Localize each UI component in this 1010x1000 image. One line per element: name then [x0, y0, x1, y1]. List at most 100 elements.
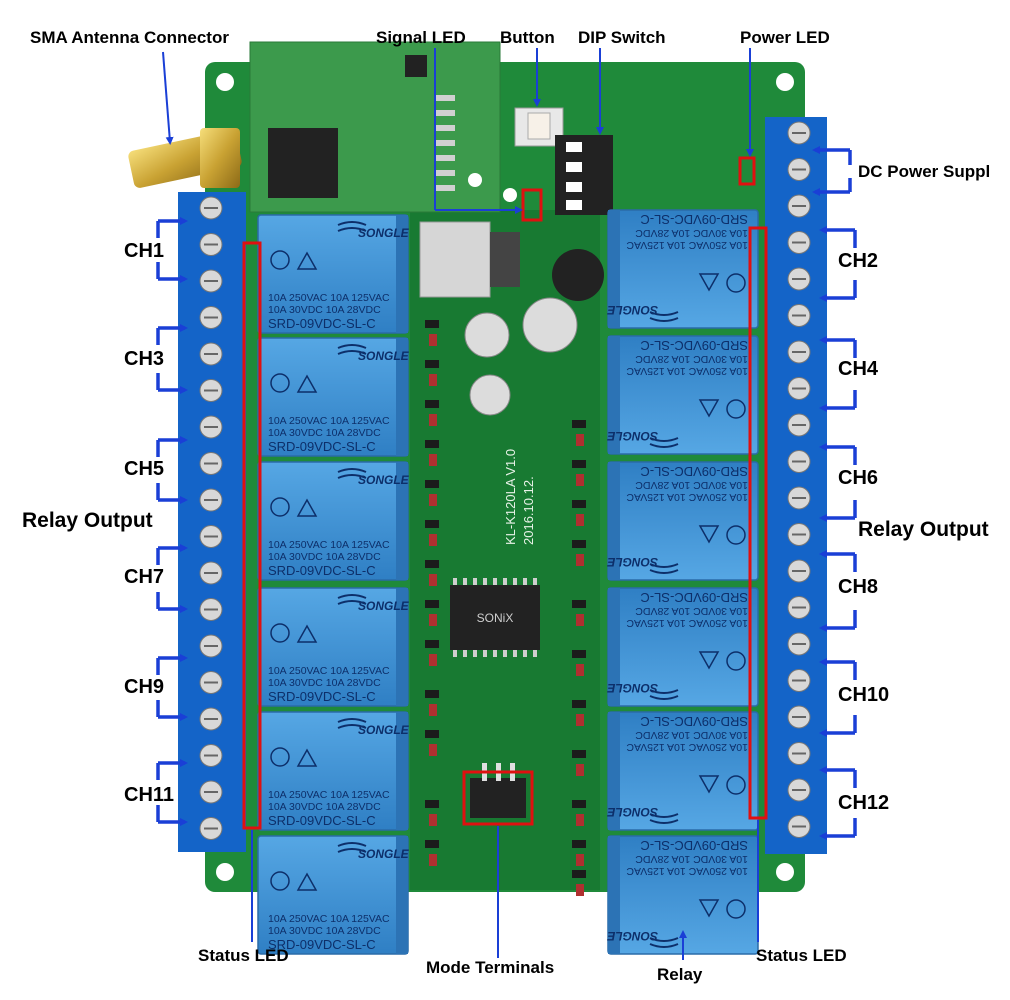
smd-diode — [429, 534, 437, 546]
module-hole — [503, 188, 517, 202]
relay-logo-icon — [649, 563, 679, 574]
module-hole — [468, 173, 482, 187]
mounting-hole — [776, 73, 794, 91]
relay-model: SRD-09VDC-SL-C — [640, 464, 748, 479]
relay-model: SRD-09VDC-SL-C — [268, 813, 376, 828]
relay-logo-icon — [337, 468, 367, 479]
channel-label-ch6: CH6 — [838, 467, 879, 489]
relay-logo-icon — [649, 689, 679, 700]
relay-rating: 10A 30VDC 10A 28VDC — [635, 479, 748, 491]
smd-part — [425, 320, 439, 328]
relay-rating: 10A 30VDC 10A 28VDC — [268, 677, 381, 689]
smd-diode — [576, 614, 584, 626]
rf-chip — [268, 128, 338, 198]
label-relay-output-right: Relay Output — [858, 518, 989, 541]
relay-brand: SONGLE — [358, 473, 410, 487]
smd-part — [425, 400, 439, 408]
relay-brand: SONGLE — [606, 555, 658, 569]
leader-lines — [162, 48, 759, 960]
label-status-led-right: Status LED — [756, 946, 847, 965]
regulator-tab — [490, 232, 520, 287]
label-relay-output-left: Relay Output — [22, 509, 153, 532]
relay-warning-icon — [296, 624, 318, 643]
relay-warning-icon — [698, 651, 720, 670]
push-button-cap — [527, 112, 551, 140]
power-led-highlight — [738, 156, 756, 186]
relay-logo-icon — [337, 594, 367, 605]
smd-diode — [429, 494, 437, 506]
smd-diode — [429, 574, 437, 586]
smd-diode — [429, 744, 437, 756]
smd-diode — [429, 454, 437, 466]
relay-rating: 10A 250VAC 10A 125VAC — [268, 913, 390, 925]
smd-part — [425, 640, 439, 648]
relay-warning-icon — [296, 748, 318, 767]
relay-logo-icon — [337, 344, 367, 355]
relay-warning-icon — [698, 899, 720, 918]
relay-brand: SONGLE — [358, 599, 410, 613]
relay-cert-icon — [270, 623, 290, 643]
sma-connector — [128, 128, 242, 188]
relay-rating: 10A 250VAC 10A 125VAC — [268, 789, 390, 801]
rf-module-pins — [435, 95, 455, 191]
smd-diode — [429, 704, 437, 716]
relay-cert-icon — [726, 525, 746, 545]
smd-diode — [576, 714, 584, 726]
smd-diode — [429, 854, 437, 866]
relay-cert-icon — [270, 373, 290, 393]
relay-warning-icon — [698, 399, 720, 418]
relay-warning-icon — [296, 251, 318, 270]
relay-warning-icon — [698, 525, 720, 544]
smd-diode — [576, 884, 584, 896]
dip-switch — [555, 135, 613, 215]
relay-brand: SONGLE — [606, 303, 658, 317]
smd-diode — [429, 814, 437, 826]
smd-part — [425, 730, 439, 738]
smd-diode — [576, 854, 584, 866]
smd-diode — [429, 334, 437, 346]
relay-logo-icon — [337, 221, 367, 232]
relay-cert-icon — [270, 497, 290, 517]
relay-rating: 10A 30VDC 10A 28VDC — [635, 853, 748, 865]
smd-part — [572, 840, 586, 848]
smd-part — [572, 500, 586, 508]
smd-part — [425, 690, 439, 698]
relay-logo-icon — [649, 437, 679, 448]
channel-label-ch9: CH9 — [124, 676, 165, 698]
smd-part — [425, 440, 439, 448]
relay-cert-icon — [726, 775, 746, 795]
smd-part — [425, 480, 439, 488]
relay-rating: 10A 30VDC 10A 28VDC — [268, 304, 381, 316]
smd-part — [572, 460, 586, 468]
relays-left: SONGLE 10A 250VAC 10A 125VAC 10A 30VDC 10A… — [257, 214, 410, 955]
smd-part — [425, 840, 439, 848]
smd-diode — [429, 654, 437, 666]
relay-rating: 10A 30VDC 10A 28VDC — [635, 353, 748, 365]
smd-part — [425, 360, 439, 368]
terminal-block-left — [178, 192, 246, 852]
mounting-hole — [216, 863, 234, 881]
relay-rating: 10A 250VAC 10A 125VAC — [626, 365, 748, 377]
capacitor — [464, 312, 510, 358]
relay-rating: 10A 250VAC 10A 125VAC — [626, 491, 748, 503]
relay-cert-icon — [726, 899, 746, 919]
smd-part — [572, 540, 586, 548]
relay-logo-icon — [337, 842, 367, 853]
mounting-hole — [216, 73, 234, 91]
terminal-screws-right — [787, 121, 811, 838]
channel-label-ch1: CH1 — [124, 240, 165, 262]
relay-warning-icon — [296, 872, 318, 891]
label-signal-led: Signal LED — [376, 28, 466, 47]
smd-part — [572, 750, 586, 758]
relay-logo-icon — [649, 813, 679, 824]
channel-label-ch2: CH2 — [838, 250, 879, 272]
